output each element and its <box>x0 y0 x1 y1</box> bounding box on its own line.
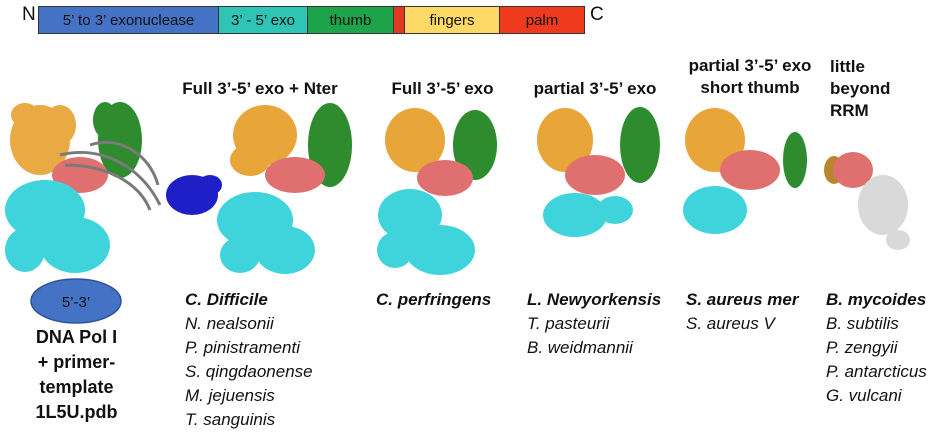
nter-domain <box>166 175 222 215</box>
exo35-domain <box>543 193 633 237</box>
oval-53-exonuclease: 5’-3’ <box>30 278 122 324</box>
domain-segment-label: fingers <box>429 11 475 29</box>
palm-domain <box>265 157 325 193</box>
domain-segment-35-exo: 3’ - 5’ exo <box>218 6 308 34</box>
domain-segment-fingers: fingers <box>404 6 500 34</box>
column-heading-partial-exo: partial 3’-5’ exo <box>520 78 670 100</box>
heading-line: Full 3’-5’ exo <box>391 79 494 98</box>
species-name: S. aureus V <box>686 314 775 333</box>
reference-label-line: DNA Pol I <box>35 327 118 347</box>
fingers-domain <box>230 105 297 176</box>
thumb-domain <box>620 107 660 183</box>
structure-c-difficile <box>166 103 352 274</box>
exo35-domain <box>5 180 110 273</box>
species-list-partial-exo: L. Newyorkensis T. pasteurii B. weidmann… <box>527 288 661 360</box>
species-name: N. nealsonii <box>185 314 274 333</box>
species-name: T. pasteurii <box>527 314 610 333</box>
oval-label: 5’-3’ <box>62 294 90 311</box>
species-name: P. antarcticus <box>826 362 927 381</box>
palm-domain <box>720 150 780 190</box>
structure-dna-pol-i <box>5 102 162 273</box>
column-heading-partial-exo-short-thumb: partial 3’-5’ exo short thumb <box>680 55 820 99</box>
column-heading-full-exo: Full 3’-5’ exo <box>380 78 505 100</box>
domain-bar: 5’ to 3’ exonuclease 3’ - 5’ exo thumb f… <box>38 6 585 36</box>
species-name-highlight: C. perfringens <box>376 290 492 309</box>
species-name: T. sanguinis <box>185 410 276 429</box>
reference-label-line: 1L5U.pdb <box>35 402 118 422</box>
n-terminus-label: N <box>22 4 36 25</box>
palm-domain <box>833 152 873 188</box>
fingers-domain <box>10 103 76 175</box>
domain-segment-thumb: thumb <box>307 6 394 34</box>
reference-label-line: + primer- <box>37 352 116 372</box>
species-name-highlight: C. Difficile <box>185 290 268 309</box>
domain-segment-label: 3’ - 5’ exo <box>231 11 295 29</box>
heading-line: partial 3’-5’ exo <box>688 56 812 75</box>
dna-duplex <box>59 140 162 211</box>
species-name: G. vulcani <box>826 386 902 405</box>
domain-segment-label: thumb <box>329 11 372 29</box>
heading-line: RRM <box>830 101 869 120</box>
structure-s-aureus-mer <box>683 108 807 234</box>
domain-segment-label: 5’ to 3’ exonuclease <box>62 11 195 29</box>
species-name-highlight: S. aureus mer <box>686 290 799 309</box>
species-list-little-beyond-rrm: B. mycoides B. subtilis P. zengyii P. an… <box>826 288 927 408</box>
palm-domain <box>565 155 625 195</box>
column-heading-full-exo-nter: Full 3’-5’ exo + Nter <box>165 78 355 100</box>
column-heading-little-beyond-rrm: little beyond RRM <box>830 56 910 122</box>
species-name: B. subtilis <box>826 314 899 333</box>
heading-line: short thumb <box>700 78 800 97</box>
domain-segment-53-exonuclease: 5’ to 3’ exonuclease <box>38 6 219 34</box>
species-list-partial-exo-short-thumb: S. aureus mer S. aureus V <box>686 288 798 336</box>
heading-line: Full 3’-5’ exo + Nter <box>182 79 338 98</box>
species-list-full-exo: C. perfringens <box>376 288 491 312</box>
species-name-highlight: B. mycoides <box>826 290 927 309</box>
heading-line: little <box>830 57 865 76</box>
exo35-domain <box>377 189 475 275</box>
species-name: S. qingdaonense <box>185 362 313 381</box>
thumb-domain <box>783 132 807 188</box>
rrm-grey-domain <box>858 175 910 250</box>
species-list-full-exo-nter: C. Difficile N. nealsonii P. pinistramen… <box>185 288 313 432</box>
c-terminus-label: C <box>590 4 604 25</box>
heading-line: partial 3’-5’ exo <box>533 79 657 98</box>
exo35-domain <box>217 192 315 274</box>
structure-c-perfringens <box>377 108 497 275</box>
species-name-highlight: L. Newyorkensis <box>527 290 662 309</box>
palm-domain <box>417 160 473 196</box>
thumb-domain <box>453 110 497 180</box>
heading-line: beyond <box>830 79 891 98</box>
domain-segment-palm: palm <box>499 6 585 34</box>
reference-label-line: template <box>39 377 114 397</box>
fingers-domain <box>385 108 445 172</box>
structure-b-mycoides <box>824 152 910 250</box>
domain-segment-label: palm <box>525 11 559 29</box>
exo35-domain <box>683 186 747 234</box>
reference-label: DNA Pol I + primer- template 1L5U.pdb <box>4 325 149 425</box>
species-name: M. jejuensis <box>185 386 275 405</box>
fingers-domain <box>537 108 593 172</box>
species-name: P. pinistramenti <box>185 338 300 357</box>
species-name: B. weidmannii <box>527 338 633 357</box>
structure-l-newyorkensis <box>537 107 660 237</box>
species-name: P. zengyii <box>826 338 898 357</box>
